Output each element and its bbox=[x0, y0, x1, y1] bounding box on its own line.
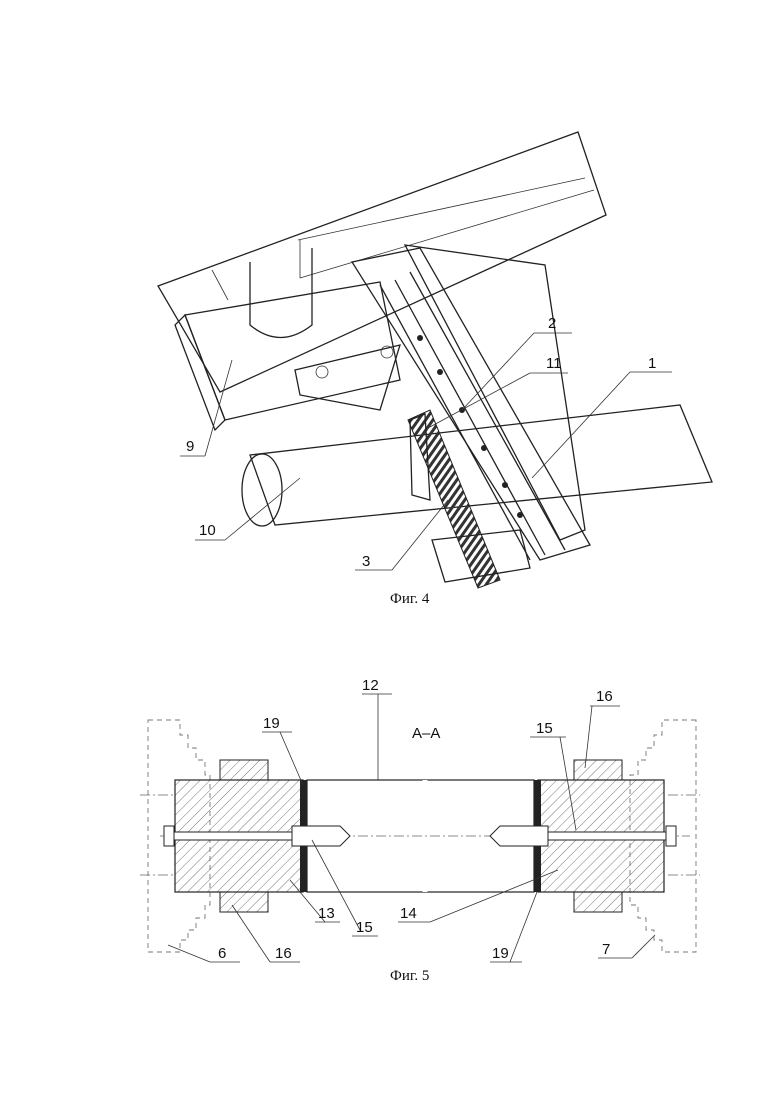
callout-19-left: 19 bbox=[263, 715, 280, 732]
callout-16-right: 16 bbox=[596, 688, 613, 705]
callout-13: 13 bbox=[318, 905, 335, 922]
callout-2: 2 bbox=[548, 315, 556, 332]
figure-4-caption: Фиг. 4 bbox=[390, 591, 429, 608]
callout-7: 7 bbox=[602, 941, 610, 958]
upper-beam bbox=[158, 132, 606, 392]
callout-16-left: 16 bbox=[275, 945, 292, 962]
callout-1: 1 bbox=[648, 355, 656, 372]
callout-15-right: 15 bbox=[536, 720, 553, 737]
vertical-post bbox=[212, 248, 312, 338]
callout-12: 12 bbox=[362, 677, 379, 694]
figure-5-caption: Фиг. 5 bbox=[390, 968, 429, 985]
callout-11: 11 bbox=[546, 355, 562, 372]
callout-9: 9 bbox=[186, 438, 194, 455]
section-label: А–А bbox=[412, 725, 440, 742]
bracket-block bbox=[175, 282, 400, 430]
lower-tube bbox=[242, 405, 712, 526]
callout-6: 6 bbox=[218, 945, 226, 962]
callout-19-right: 19 bbox=[492, 945, 509, 962]
callout-14: 14 bbox=[400, 905, 417, 922]
callout-10: 10 bbox=[199, 522, 216, 539]
callout-3: 3 bbox=[362, 553, 370, 570]
figure-5-drawing bbox=[140, 720, 700, 952]
rack-assembly bbox=[352, 245, 590, 588]
callout-15-left: 15 bbox=[356, 919, 373, 936]
